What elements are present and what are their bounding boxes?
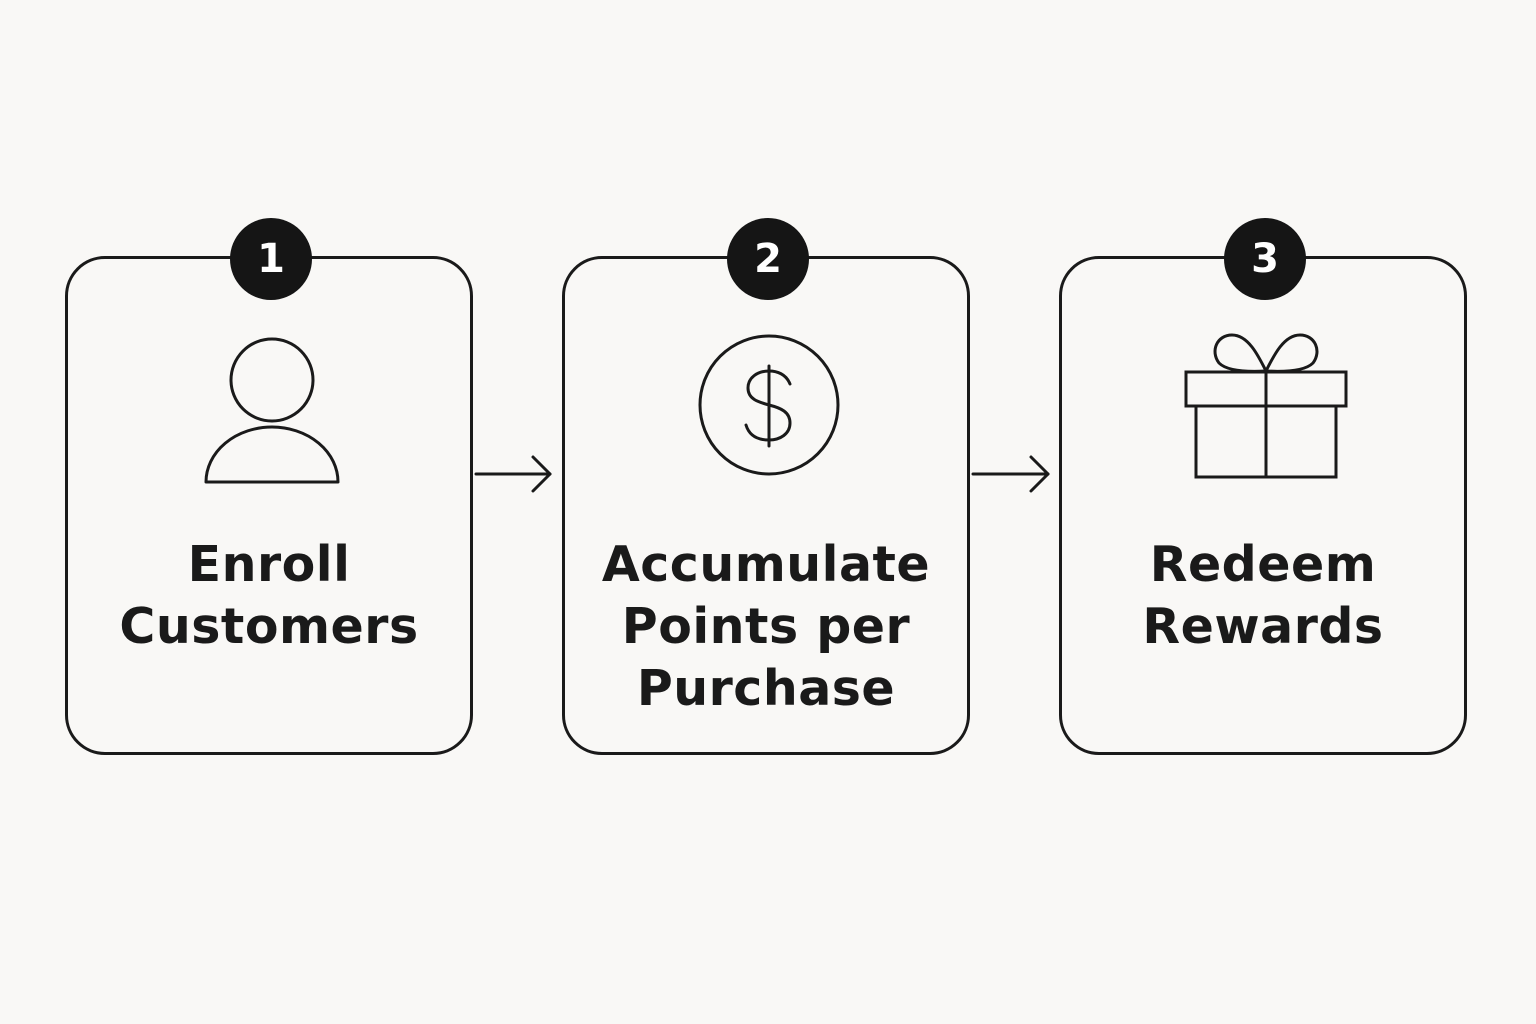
step-number-badge: 1 (230, 218, 312, 300)
step-label: Enroll Customers (68, 534, 470, 658)
step-label-line: Points per (621, 598, 911, 655)
step-label: Accumulate Points per Purchase (565, 534, 967, 720)
step-label-line: Purchase (636, 660, 896, 717)
gift-icon (1184, 333, 1348, 479)
dollar-coin-icon (698, 334, 840, 476)
step-card-accumulate: 2 Accumulate Points per Purchase (562, 218, 970, 755)
step-label-line: Redeem (1149, 536, 1377, 593)
step-label-line: Rewards (1142, 598, 1384, 655)
step-label-line: Enroll (187, 536, 351, 593)
step-number-badge: 2 (727, 218, 809, 300)
step-label-line: Accumulate (601, 536, 931, 593)
step-card-enroll: 1 Enroll Customers (65, 218, 473, 755)
arrow-right-icon (474, 455, 552, 493)
step-label: Redeem Rewards (1062, 534, 1464, 658)
step-label-line: Customers (119, 598, 419, 655)
person-icon (204, 337, 340, 484)
step-number-badge: 3 (1224, 218, 1306, 300)
step-card-redeem: 3 Redeem Rewards (1059, 218, 1467, 755)
arrow-right-icon (971, 455, 1050, 493)
